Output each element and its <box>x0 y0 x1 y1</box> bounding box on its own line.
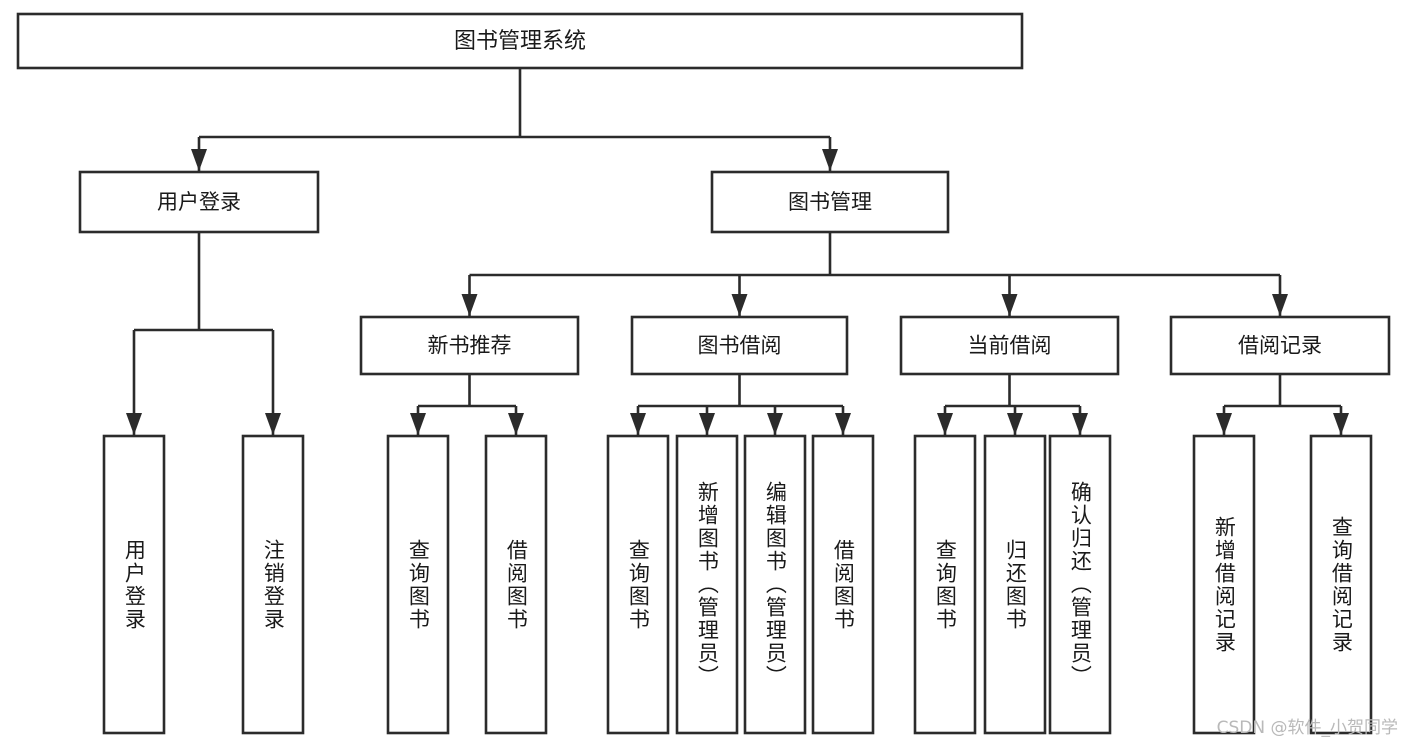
arrow-head-icon <box>1216 413 1232 435</box>
node-leaf-11[interactable] <box>1192 434 1256 735</box>
node-leaf-9[interactable] <box>983 434 1047 735</box>
node-label: 借阅记录 <box>1238 334 1322 358</box>
node-box[interactable] <box>359 315 580 376</box>
arrow-head-icon <box>508 413 524 435</box>
node-box[interactable] <box>630 315 849 376</box>
arrow-head-icon <box>1001 294 1018 316</box>
node-box[interactable] <box>983 434 1047 735</box>
node-leaf-7[interactable] <box>811 434 875 735</box>
node-box[interactable] <box>606 434 670 735</box>
node-root[interactable]: 图书管理系统 <box>16 12 1024 70</box>
arrow-head-icon <box>1333 413 1349 435</box>
node-leaf-0[interactable] <box>102 434 166 735</box>
node-leaf-10[interactable] <box>1048 434 1112 735</box>
node-l2-0[interactable]: 用户登录 <box>78 170 320 234</box>
arrow-head-icon <box>822 149 838 171</box>
arrow-head-icon <box>767 413 783 435</box>
arrow-head-icon <box>265 413 281 435</box>
node-label: 图书借阅 <box>698 334 782 358</box>
node-leaf-4[interactable] <box>606 434 670 735</box>
node-label: 用户登录 <box>157 190 241 214</box>
node-box[interactable] <box>1169 315 1391 376</box>
node-box[interactable] <box>102 434 166 735</box>
connectors-layer <box>126 68 1349 435</box>
arrow-head-icon <box>835 413 851 435</box>
node-box[interactable] <box>675 434 739 735</box>
node-box[interactable] <box>899 315 1120 376</box>
node-box[interactable] <box>1309 434 1373 735</box>
node-leaf-2[interactable] <box>386 434 450 735</box>
arrow-head-icon <box>410 413 426 435</box>
node-leaf-8[interactable] <box>913 434 977 735</box>
node-box[interactable] <box>484 434 548 735</box>
arrow-head-icon <box>937 413 953 435</box>
csdn-watermark: CSDN @软件_小贺同学 <box>1217 718 1398 738</box>
arrow-head-icon <box>731 294 748 316</box>
node-leaf-12[interactable] <box>1309 434 1373 735</box>
node-label: 图书管理系统 <box>454 29 586 54</box>
node-label: 新书推荐 <box>428 334 512 358</box>
node-leaf-5[interactable] <box>675 434 739 735</box>
node-box[interactable] <box>386 434 450 735</box>
node-box[interactable] <box>913 434 977 735</box>
node-l3-1[interactable]: 图书借阅 <box>630 315 849 376</box>
node-box[interactable] <box>1048 434 1112 735</box>
node-box[interactable] <box>16 12 1024 70</box>
node-leaf-1[interactable] <box>241 434 305 735</box>
node-leaf-3[interactable] <box>484 434 548 735</box>
node-box[interactable] <box>1192 434 1256 735</box>
arrow-head-icon <box>126 413 142 435</box>
arrow-head-icon <box>1007 413 1023 435</box>
node-l3-0[interactable]: 新书推荐 <box>359 315 580 376</box>
arrow-head-icon <box>699 413 715 435</box>
node-box[interactable] <box>710 170 950 234</box>
node-label: 当前借阅 <box>968 334 1052 358</box>
node-box[interactable] <box>811 434 875 735</box>
node-l3-2[interactable]: 当前借阅 <box>899 315 1120 376</box>
arrow-head-icon <box>1072 413 1088 435</box>
node-box[interactable] <box>78 170 320 234</box>
arrow-head-icon <box>191 149 207 171</box>
node-l2-1[interactable]: 图书管理 <box>710 170 950 234</box>
node-leaf-6[interactable] <box>743 434 807 735</box>
arrow-head-icon <box>630 413 646 435</box>
node-box[interactable] <box>241 434 305 735</box>
arrow-head-icon <box>1272 294 1288 316</box>
node-box[interactable] <box>743 434 807 735</box>
node-label: 图书管理 <box>788 190 872 214</box>
node-l3-3[interactable]: 借阅记录 <box>1169 315 1391 376</box>
arrow-head-icon <box>461 294 478 316</box>
